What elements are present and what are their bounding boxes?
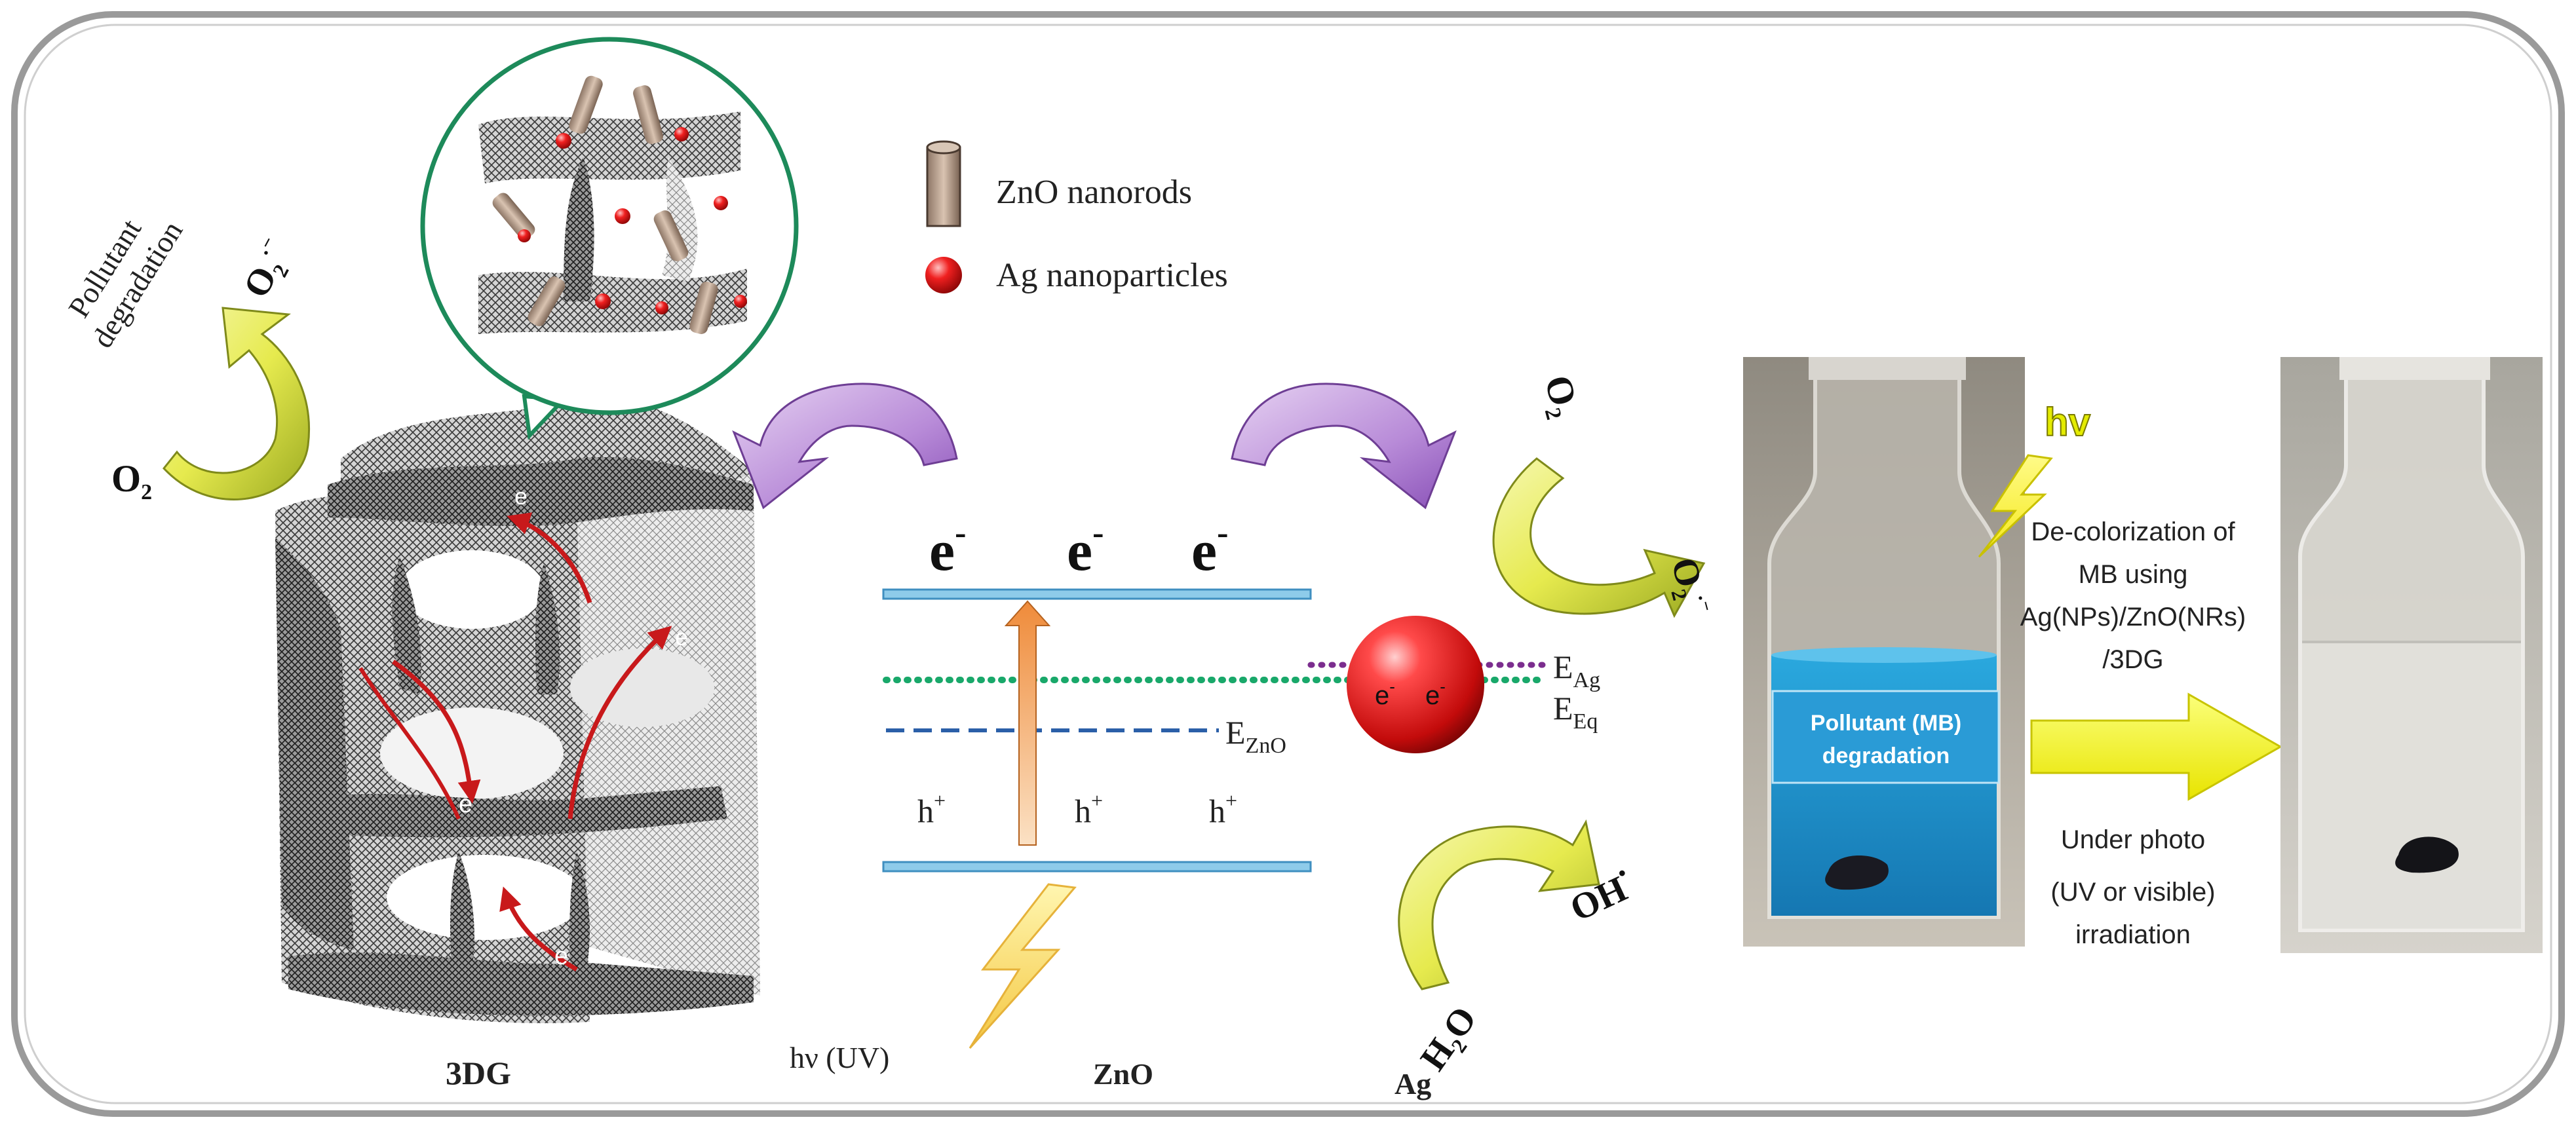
excitation-arrow xyxy=(1004,600,1051,846)
pollutant-mb-label-line2: degradation xyxy=(1822,743,1950,768)
ag-electron-2: e- xyxy=(1425,677,1446,710)
valence-band xyxy=(882,861,1312,873)
label-zno: ZnO xyxy=(1093,1057,1153,1091)
label-e-ag: EAg xyxy=(1553,649,1600,692)
pollutant-mb-label-line1: Pollutant (MB) xyxy=(1811,711,1961,736)
magnified-bubble xyxy=(420,37,799,440)
purple-arrow-left xyxy=(732,383,958,510)
left-o2: O2 xyxy=(111,457,152,504)
legend-ag-nanoparticles: Ag nanoparticles xyxy=(996,257,1228,294)
right-o2-arrow xyxy=(1492,457,1706,618)
decolor-line4: /3DG xyxy=(2102,645,2163,674)
decolor-line3: Ag(NPs)/ZnO(NRs) xyxy=(2020,603,2246,631)
hole-3: h+ xyxy=(1209,789,1237,829)
under-line2: (UV or visible) xyxy=(2050,878,2215,907)
photo-blue-vial: Pollutant (MB) degradation xyxy=(1743,357,2025,947)
ag-electron-1: e- xyxy=(1375,677,1395,710)
graphene-electron-label-bottom: e xyxy=(554,943,568,970)
legend-zno-nanorods: ZnO nanorods xyxy=(996,174,1192,211)
right-oh-arrow xyxy=(1398,819,1600,990)
graphene-electron-label-mid: e xyxy=(459,791,472,818)
hole-2: h+ xyxy=(1075,789,1103,829)
conduction-band xyxy=(882,588,1312,600)
graphene-3d-structure: e e e e xyxy=(275,397,760,1023)
left-o2-arrow xyxy=(163,307,310,500)
decolor-line1: De-colorization of xyxy=(2031,517,2235,546)
graphene-electron-label-right: e xyxy=(675,624,688,650)
cb-electron-1: e- xyxy=(929,514,966,583)
ag-sphere: e- e- xyxy=(1347,616,1484,753)
label-e-eq: EEq xyxy=(1553,690,1598,734)
photo-clear-vial xyxy=(2280,357,2543,953)
legend: ZnO nanorods Ag nanoparticles xyxy=(925,140,1228,294)
cb-electron-3: e- xyxy=(1191,514,1228,583)
label-e-zno: EZnO xyxy=(1225,714,1286,758)
purple-arrow-right xyxy=(1231,383,1457,510)
under-line3: irradiation xyxy=(2075,920,2191,949)
uv-lightning-icon xyxy=(969,883,1077,1049)
big-yellow-arrow xyxy=(2030,692,2283,801)
cb-electron-2: e- xyxy=(1067,514,1104,583)
visible-lightning-icon xyxy=(1978,454,2053,558)
label-hv-uv: hν (UV) xyxy=(790,1041,889,1074)
decolor-line2: MB using xyxy=(2079,560,2188,589)
under-line1: Under photo xyxy=(2061,825,2205,854)
zno-nanorod-icon xyxy=(926,140,961,227)
band-diagram: e- e- e- EZnO EAg EEq h+ h+ h+ hν (UV) Z… xyxy=(790,514,1600,1100)
label-ag: Ag xyxy=(1394,1067,1431,1100)
label-hv: hv xyxy=(2045,400,2091,444)
graphene-electron-label-top: e xyxy=(514,483,528,510)
ag-nanoparticle-icon xyxy=(925,257,962,293)
inner-frame xyxy=(24,24,2552,1104)
hole-1: h+ xyxy=(917,789,946,829)
label-3dg: 3DG xyxy=(446,1055,511,1091)
